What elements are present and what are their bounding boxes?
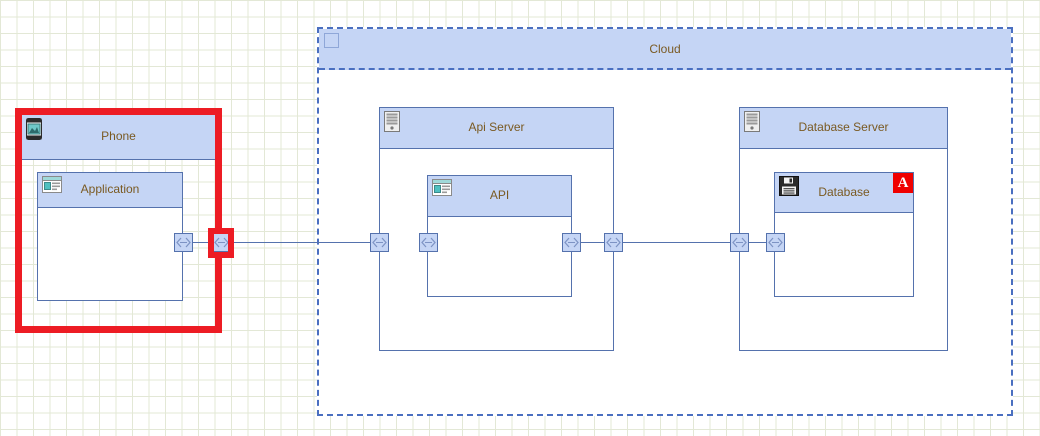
link-phone-to-apiserver[interactable] xyxy=(186,242,385,243)
node-database-server-header: Database Server xyxy=(740,108,947,149)
server-tower-icon xyxy=(744,111,760,132)
link-apiserver-to-dbserver[interactable] xyxy=(570,242,780,243)
node-phone-title: Phone xyxy=(101,129,136,144)
database-left-port[interactable] xyxy=(766,233,785,252)
node-api-header: API xyxy=(428,176,571,217)
apiserver-left-port[interactable] xyxy=(370,233,389,252)
cloud-header: Cloud xyxy=(319,29,1011,70)
node-application[interactable]: Application xyxy=(37,172,183,301)
node-database-title: Database xyxy=(818,184,870,199)
cloud-title: Cloud xyxy=(649,41,681,56)
dbserver-left-port[interactable] xyxy=(730,233,749,252)
node-api[interactable]: API xyxy=(427,175,572,297)
status-badge: A xyxy=(893,173,913,193)
square-handle-icon[interactable] xyxy=(324,33,339,48)
node-database-header: Database A xyxy=(775,173,913,213)
node-api-server-header: Api Server xyxy=(380,108,613,149)
node-database-server-title: Database Server xyxy=(798,120,889,135)
application-window-icon xyxy=(432,179,452,196)
node-application-header: Application xyxy=(38,173,182,208)
api-left-port[interactable] xyxy=(419,233,438,252)
apiserver-right-port[interactable] xyxy=(604,233,623,252)
node-phone[interactable]: Phone xyxy=(21,114,216,327)
application-right-port[interactable] xyxy=(174,233,193,252)
mobile-phone-icon xyxy=(26,118,42,140)
node-api-title: API xyxy=(489,188,510,203)
node-application-title: Application xyxy=(80,182,140,197)
port-selection-frame xyxy=(208,228,234,258)
floppy-disk-icon xyxy=(779,176,799,196)
node-api-server-title: Api Server xyxy=(468,120,525,135)
node-phone-header: Phone xyxy=(21,114,216,160)
node-database[interactable]: Database A xyxy=(774,172,914,297)
application-window-icon xyxy=(42,176,62,193)
server-tower-icon xyxy=(384,111,400,132)
api-right-port[interactable] xyxy=(562,233,581,252)
